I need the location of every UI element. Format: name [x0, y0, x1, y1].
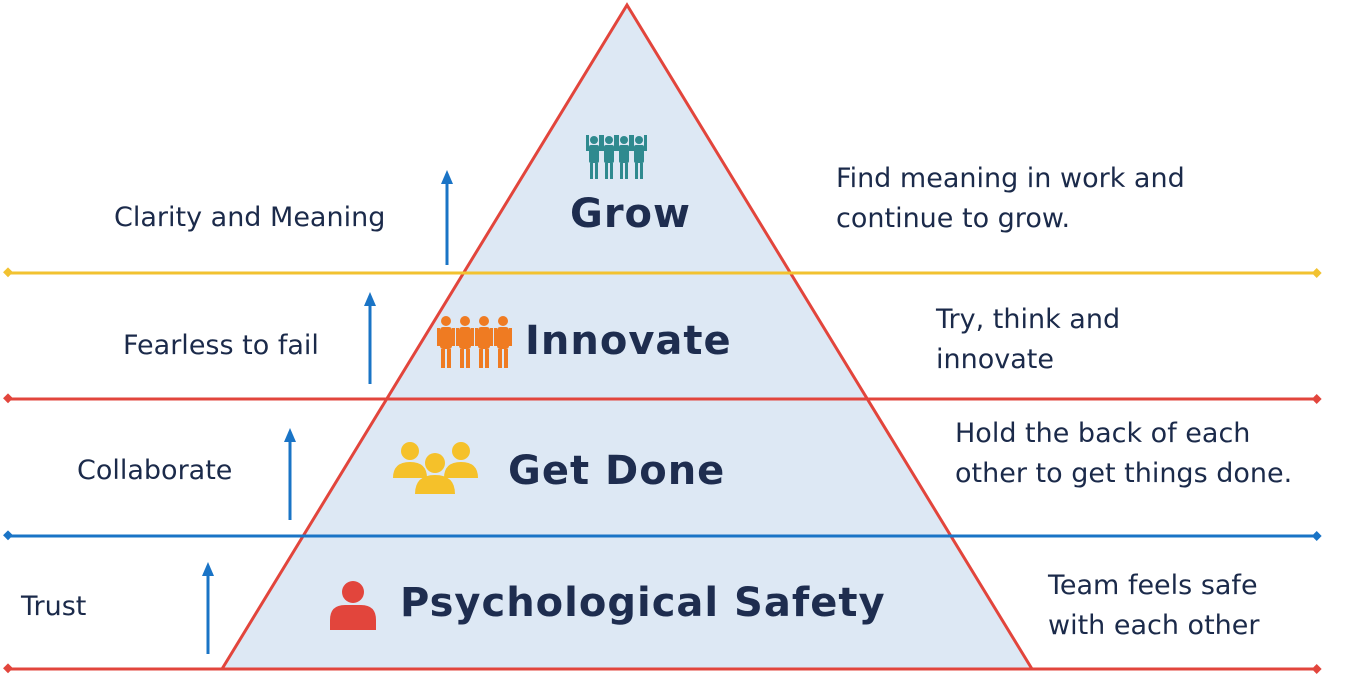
arrow-up-icon: [202, 562, 214, 654]
description-grow: Find meaning in work and continue to gro…: [836, 159, 1185, 239]
left-label-fearless: Fearless to fail: [123, 330, 319, 361]
left-label-trust: Trust: [21, 591, 87, 622]
description-line: Hold the back of each: [955, 418, 1251, 449]
description-psychological-safety: Team feels safe with each other: [1048, 566, 1260, 646]
person-icon: [330, 581, 376, 630]
description-line: innovate: [936, 344, 1054, 375]
arrow-up-icon: [364, 292, 376, 384]
left-label-collaborate: Collaborate: [77, 455, 233, 486]
description-get-done: Hold the back of each other to get thing…: [955, 414, 1292, 494]
description-line: Try, think and: [936, 304, 1121, 335]
description-innovate: Try, think and innovate: [936, 300, 1120, 380]
description-line: continue to grow.: [836, 203, 1071, 234]
divider-getdone-safety: [3, 530, 1322, 541]
arrow-up-icon: [441, 170, 453, 265]
description-line: other to get things done.: [955, 458, 1293, 489]
arrow-up-icon: [284, 428, 296, 520]
level-title-get-done: Get Done: [508, 448, 726, 494]
left-label-clarity: Clarity and Meaning: [114, 202, 386, 233]
people-group-icon: [437, 316, 512, 368]
team-icon: [393, 442, 478, 494]
level-title-psychological-safety: Psychological Safety: [400, 580, 886, 626]
people-cheering-icon: [586, 135, 647, 179]
description-line: with each other: [1048, 610, 1260, 641]
description-line: Team feels safe: [1048, 570, 1258, 601]
level-title-grow: Grow: [570, 191, 691, 237]
description-line: Find meaning in work and: [836, 163, 1185, 194]
level-title-innovate: Innovate: [525, 318, 732, 364]
